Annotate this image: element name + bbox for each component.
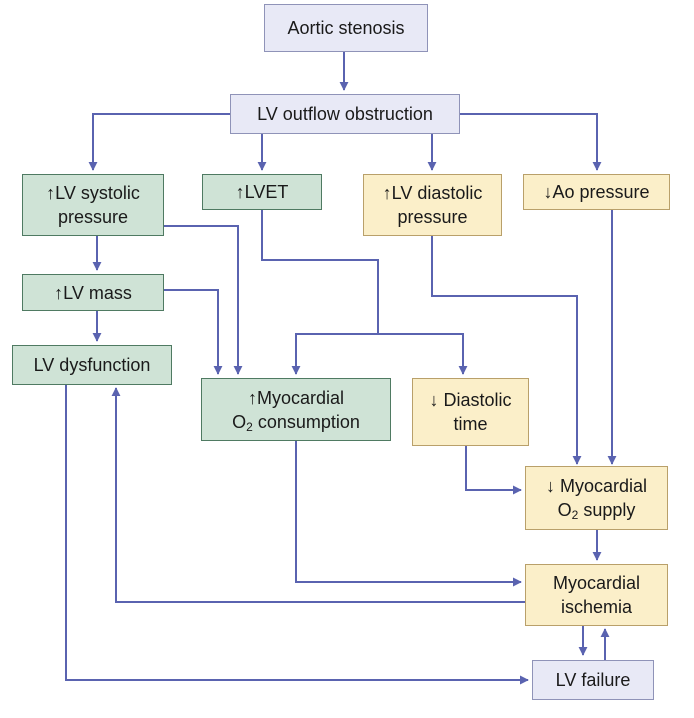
arrow-dysfunction-to-failure [65,385,529,685]
arrow-systolic-to-consumption [164,225,243,375]
node-lv-dysfunction: LV dysfunction [12,345,172,385]
arrow-outflow-to-systolic [88,113,232,171]
node-myocardial-o2-supply: ↓ Myocardial O2 supply [525,466,668,530]
arrow-outflow-to-ao [458,113,602,171]
node-lv-mass: ↑LV mass [22,274,164,311]
node-aortic-stenosis: Aortic stenosis [264,4,428,52]
node-lv-failure: LV failure [532,660,654,700]
node-lv-diastolic-line1: ↑LV diastolic [382,183,483,203]
arrow-mass-to-consumption [164,289,223,375]
node-lv-failure-label: LV failure [555,670,631,690]
node-ao-pressure-label: ↓Ao pressure [543,182,650,202]
arrow-ischemia-to-dysfunction [111,387,525,603]
node-diastolic-time: ↓ Diastolic time [412,378,529,446]
node-myo-ischemia-line2: ischemia [560,597,633,617]
node-myocardial-o2-consumption: ↑Myocardial O2 consumption [201,378,391,441]
node-lv-systolic-line2: pressure [57,207,129,227]
node-lv-systolic-line1: ↑LV systolic [46,183,140,203]
arrow-lvet-to-consumption [261,210,379,375]
node-lv-diastolic-pressure: ↑LV diastolic pressure [363,174,502,236]
node-myo-ischemia-line1: Myocardial [552,573,641,593]
node-myo-supply-line2: O2 supply [557,500,636,522]
arrow-lvet-to-diastolic-time [378,333,468,375]
node-lv-outflow-obstruction: LV outflow obstruction [230,94,460,134]
node-aortic-stenosis-label: Aortic stenosis [287,18,405,38]
node-lv-outflow-obstruction-label: LV outflow obstruction [257,104,433,124]
node-lv-mass-label: ↑LV mass [54,282,132,303]
node-lvet: ↑LVET [202,174,322,210]
node-lvet-label: ↑LVET [235,182,289,202]
node-myo-supply-line1: ↓ Myocardial [545,476,648,496]
arrow-consumption-to-ischemia [295,441,522,587]
node-lv-dysfunction-label: LV dysfunction [33,355,151,375]
arrow-diastolic-time-to-supply [465,446,522,495]
node-ao-pressure: ↓Ao pressure [523,174,670,210]
node-lv-diastolic-line2: pressure [397,207,468,227]
node-myo-consumption-line2: O2 consumption [232,411,360,434]
node-myo-consumption-line1: ↑Myocardial [247,387,345,408]
node-myocardial-ischemia: Myocardial ischemia [525,564,668,626]
arrow-diastolic-to-supply [431,236,582,465]
node-diastolic-time-line1: ↓ Diastolic [429,390,512,410]
node-diastolic-time-line2: time [453,414,488,434]
node-lv-systolic-pressure: ↑LV systolic pressure [22,174,164,236]
